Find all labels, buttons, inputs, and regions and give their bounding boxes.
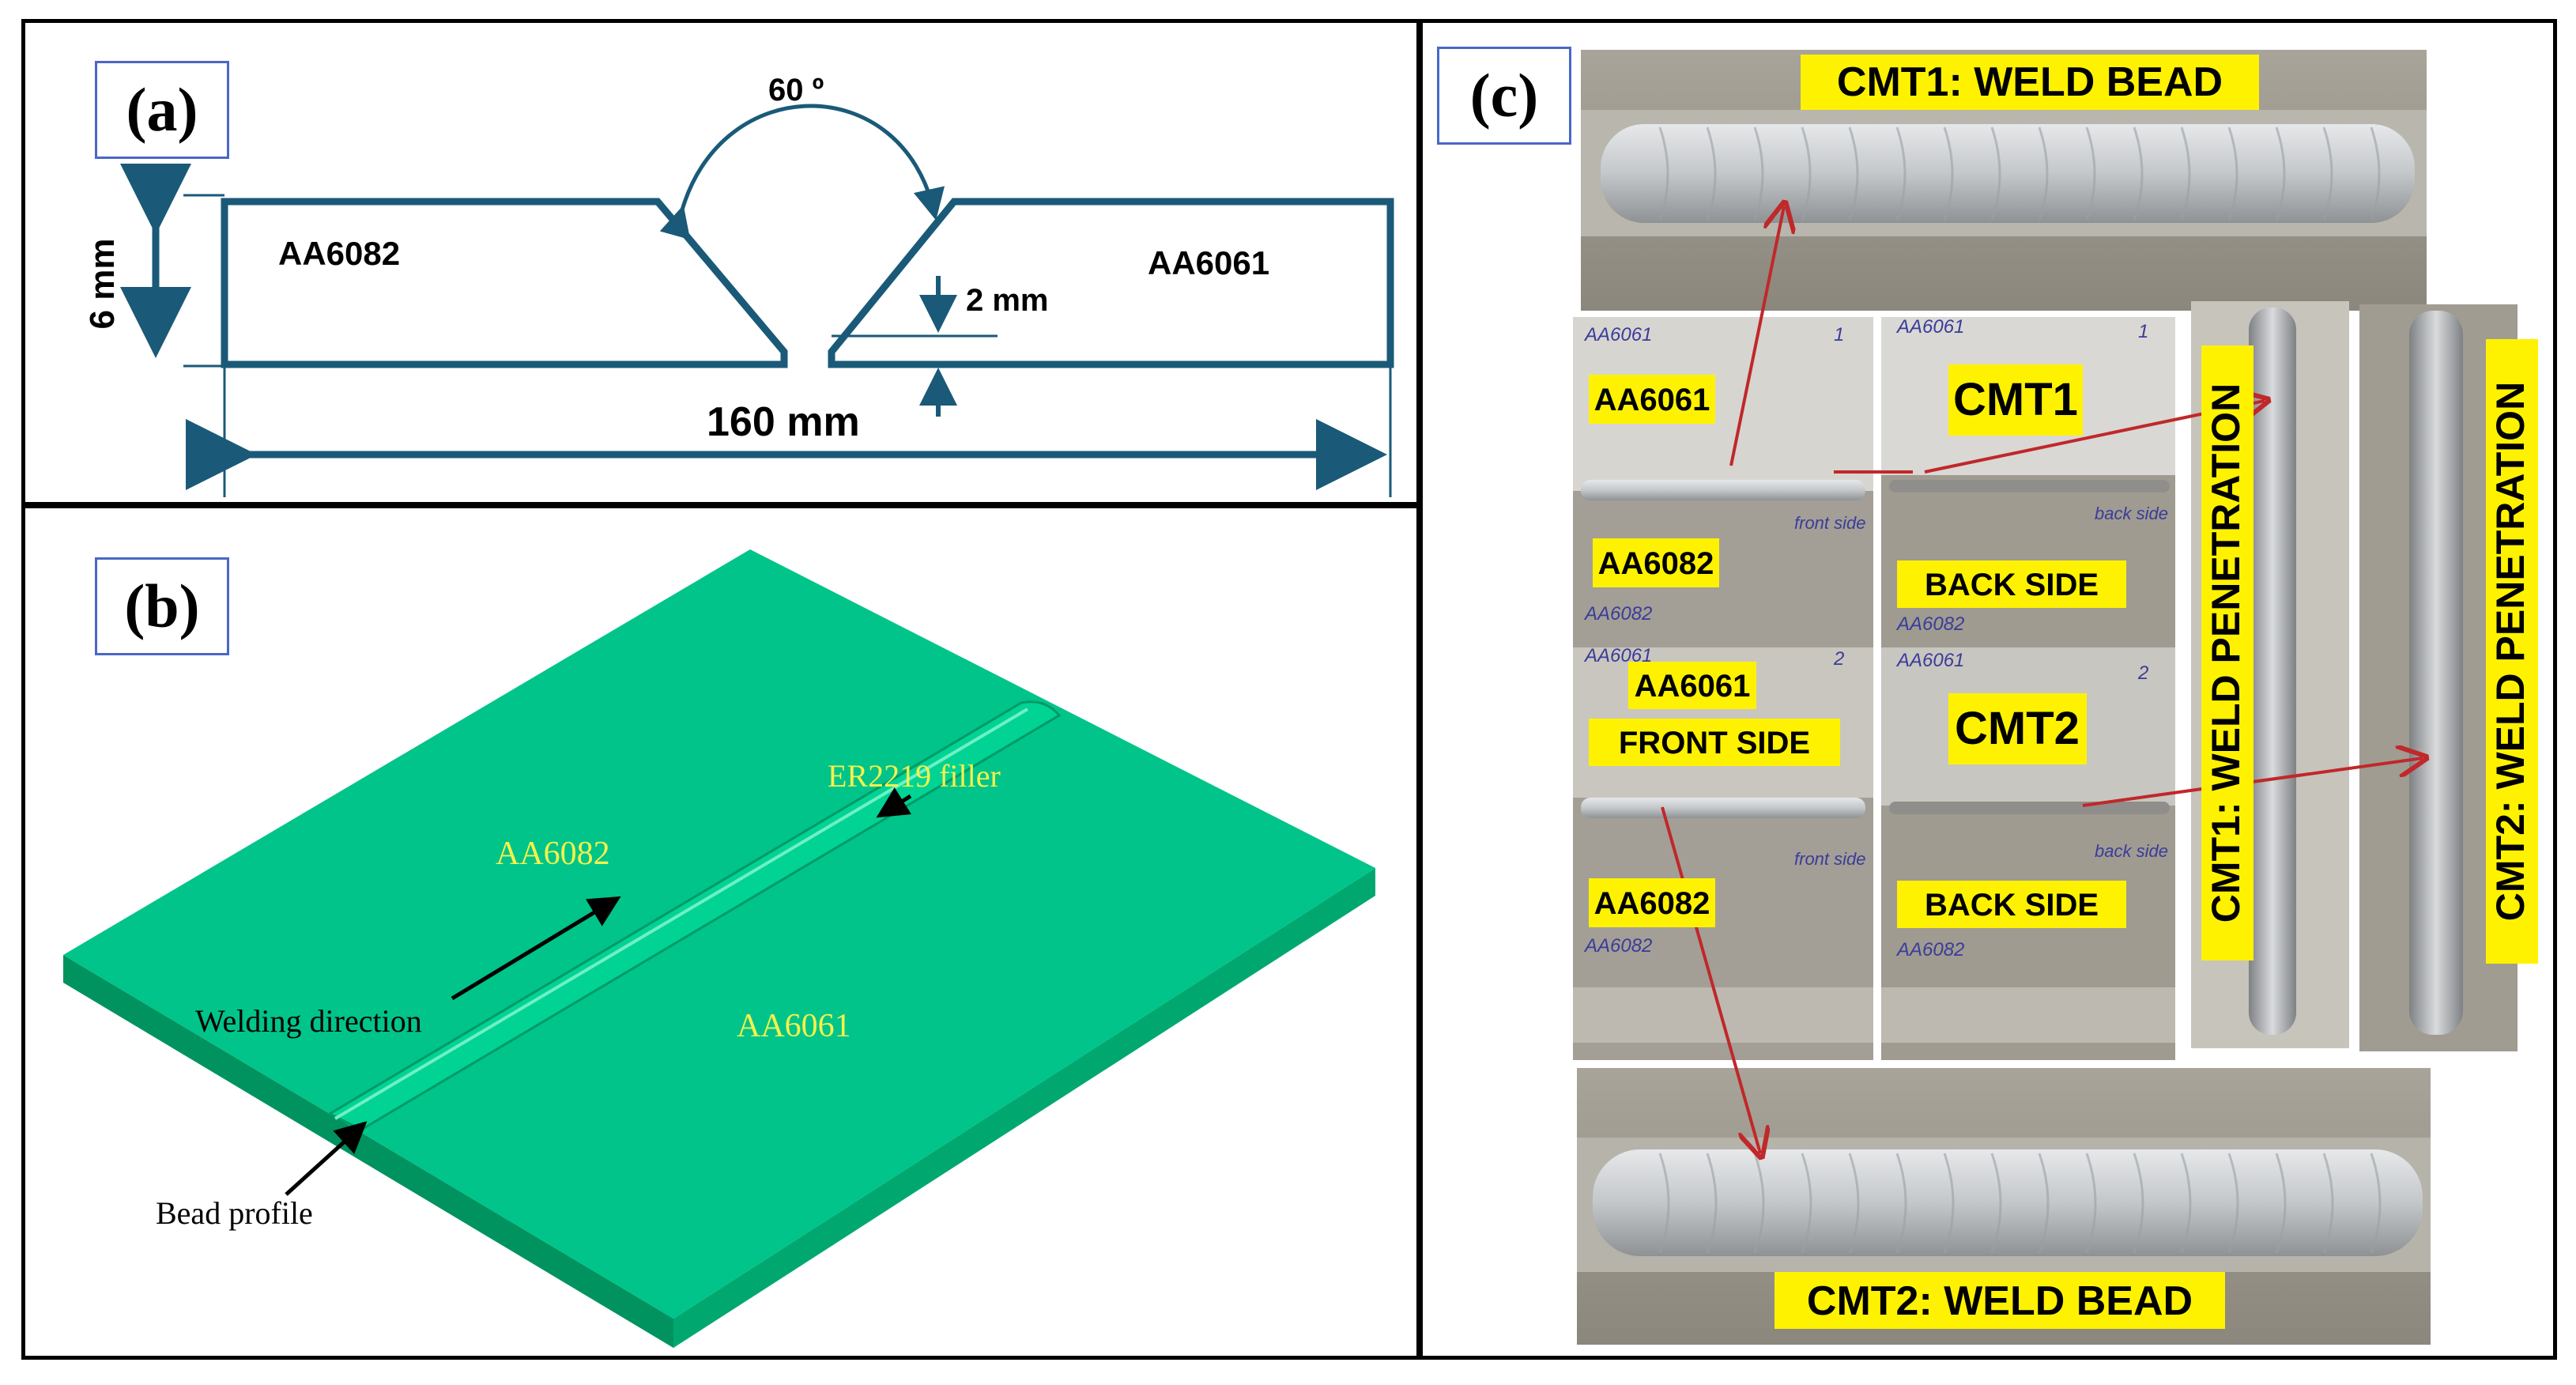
cmt1-bead-label: CMT1: WELD BEAD: [1837, 59, 2223, 105]
cmt2-penetration-bead: [2409, 311, 2463, 1035]
aa6082-top-label: AA6082: [1598, 546, 1714, 581]
cmt1-penetration-bead: [2249, 308, 2296, 1035]
panel-c: (c): [1419, 19, 2557, 1360]
cmt2-label: CMT2: [1955, 703, 2080, 754]
groove-angle-label: 60 º: [768, 73, 824, 108]
groove-angle-arc: [659, 104, 945, 240]
bead-profile-arrow: [285, 1121, 368, 1196]
hw-aa6061-c: AA6061: [1895, 316, 1964, 338]
hw-circle-2: 1: [2138, 321, 2148, 342]
plate-right-face: [673, 868, 1375, 1348]
right-plate-outline: [828, 198, 1394, 368]
panel-a-label: (a): [95, 61, 229, 159]
plate-front-face: [63, 955, 673, 1348]
filler-arrow: [876, 787, 912, 818]
welding-direction-label: Welding direction: [195, 1003, 422, 1039]
hw-aa6061-a: AA6061: [1583, 324, 1652, 345]
aa6082-bottom-label: AA6082: [1594, 886, 1710, 921]
arrow-aa6061-to-cmt1-bead: [1729, 206, 1784, 466]
front-side-label: FRONT SIDE: [1619, 726, 1810, 760]
cmt1-penetration-label: CMT1: WELD PENETRATION: [2204, 383, 2248, 923]
cmt2-bead: [1593, 1149, 2423, 1256]
bead-profile-label: Bead profile: [156, 1195, 313, 1231]
plate-3d-model: ER2219 filler AA6082 AA6061 Welding dire…: [63, 549, 1375, 1348]
hw-circle-3: 2: [1833, 648, 1844, 670]
weld-photographs: AA6061 AA6082 AA6061 AA6082 AA6061 AA608…: [1573, 50, 2538, 1345]
cmt2-penetration-label: CMT2: WELD PENETRATION: [2488, 382, 2533, 921]
hw-aa6082-d: AA6082: [1895, 939, 1964, 960]
hw-aa6082-b: AA6082: [1583, 935, 1652, 957]
left-plate-label: AA6082: [278, 235, 400, 272]
joint-geometry-diagram: 60 º 6 mm AA6082 AA6061 2 mm 160 mm: [83, 73, 1394, 497]
panel-c-label: (c): [1437, 47, 1571, 145]
left-plate-outline: [221, 198, 788, 368]
hw-back-side-1: back side: [2095, 504, 2168, 523]
hw-front-side-1: front side: [1794, 513, 1866, 533]
root-gap-label: 2 mm: [966, 283, 1049, 318]
hw-aa6082-a: AA6082: [1583, 603, 1652, 625]
panel-b: (b) ER2219 filler AA6082 AA6061 Welding …: [21, 504, 1420, 1360]
back-side-label-2: BACK SIDE: [1925, 888, 2099, 923]
aa6061-mid-label: AA6061: [1635, 669, 1751, 704]
width-label: 160 mm: [707, 399, 860, 445]
hw-aa6061-d: AA6061: [1895, 650, 1964, 671]
cmt2-bead-label: CMT2: WELD BEAD: [1807, 1278, 2193, 1324]
hw-circle-4: 2: [2137, 662, 2148, 684]
hw-back-side-2: back side: [2095, 841, 2168, 861]
hw-aa6082-c: AA6082: [1895, 613, 1964, 635]
hw-front-side-2: front side: [1794, 849, 1866, 869]
hw-circle-1: 1: [1834, 324, 1844, 345]
aa6061-top-label: AA6061: [1594, 383, 1710, 417]
arrow-aa6082-to-cmt2-bead: [1661, 806, 1760, 1153]
filler-label: ER2219 filler: [828, 758, 1001, 794]
right-plate-label-3d: AA6061: [737, 1008, 851, 1044]
thickness-label: 6 mm: [83, 239, 122, 330]
left-plate-label-3d: AA6082: [496, 836, 610, 872]
cmt1-bead: [1601, 124, 2415, 223]
plate-top-face: [63, 549, 1375, 1319]
right-plate-label: AA6061: [1148, 244, 1269, 281]
back-side-label-1: BACK SIDE: [1925, 568, 2099, 602]
welding-direction-arrow: [451, 896, 621, 1001]
panel-a: (a) 60 º 6 mm AA6082 AA6061 2 mm: [21, 19, 1420, 506]
cmt1-label: CMT1: [1953, 374, 2078, 425]
panel-b-label: (b): [95, 557, 229, 655]
